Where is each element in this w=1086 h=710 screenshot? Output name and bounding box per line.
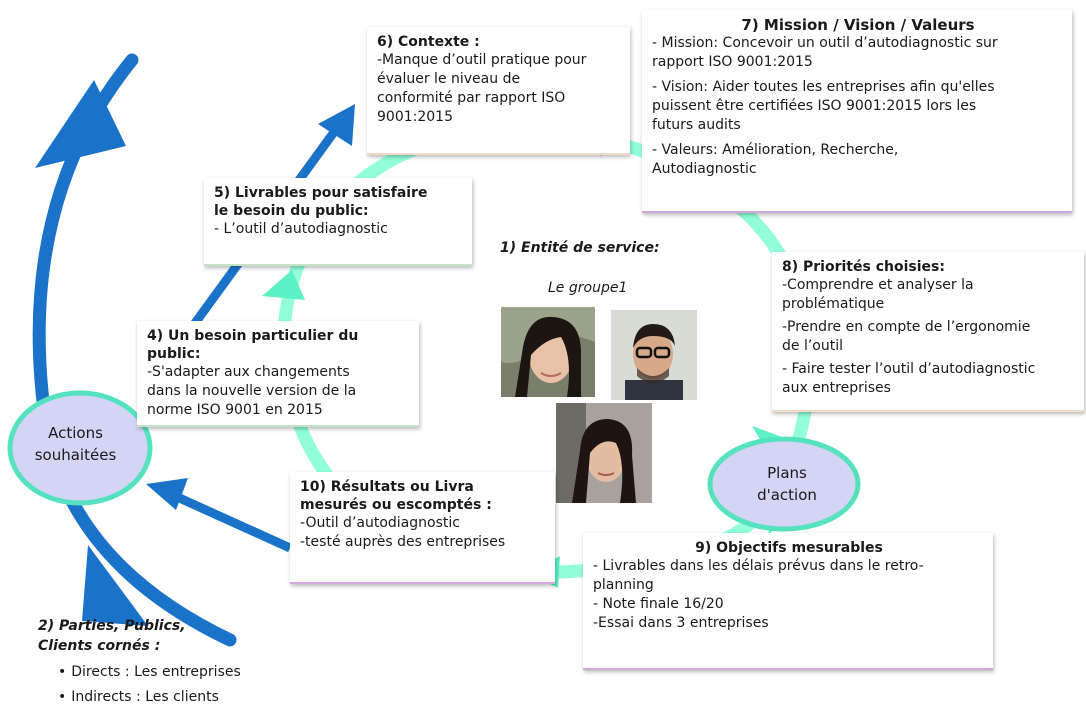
member-photo-1 — [501, 307, 595, 397]
left-arc-arrowhead-top — [35, 80, 126, 168]
priorites-line: problématique — [782, 296, 885, 312]
entity-title: 1) Entité de service: — [500, 240, 660, 256]
context-line: évaluer le niveau de — [377, 71, 521, 87]
plans-ellipse — [707, 436, 861, 532]
resultats-title: mesurés ou escomptés : — [300, 497, 492, 513]
parties-title-line: 2) Parties, Publics, — [38, 618, 186, 634]
actions-label-line: souhaitées — [34, 446, 117, 464]
actions-label-line: Actions — [48, 424, 103, 442]
mission-vision-box: 7) Mission / Vision / Valeurs - Mission:… — [642, 10, 1072, 213]
livrables-title: le besoin du public: — [214, 203, 369, 219]
livrables-box: 5) Livrables pour satisfaire le besoin d… — [204, 178, 472, 266]
context-line: 9001:2015 — [377, 109, 453, 125]
objectifs-line: - Note finale 16/20 — [593, 596, 724, 612]
objectifs-line: - Livrables dans les délais prévus dans … — [593, 558, 924, 574]
parties-title: 2) Parties, Publics, Clients cornés : — [38, 616, 186, 656]
group-name: Le groupe1 — [548, 280, 628, 296]
besoin-title: 4) Un besoin particulier du — [147, 328, 359, 344]
vision-line: puissent être certifiées ISO 9001:2015 l… — [652, 98, 977, 114]
parties-list: Directs : Les entreprises Indirects : Le… — [58, 660, 241, 710]
plans-label: Plans d'action — [713, 462, 861, 506]
context-line: conformité par rapport ISO — [377, 90, 566, 106]
resultats-line: -testé auprès des entreprises — [300, 534, 506, 550]
priorites-line: - Faire tester l’outil d’autodiagnostic — [782, 361, 1036, 377]
mission-title: 7) Mission / Vision / Valeurs — [741, 16, 975, 34]
besoin-box: 4) Un besoin particulier du public: -S'a… — [137, 321, 419, 427]
livrables-line: - L’outil d’autodiagnostic — [214, 221, 388, 237]
besoin-line: -S'adapter aux changements — [147, 364, 350, 380]
actions-label: Actions souhaitées — [18, 422, 133, 466]
vision-line: futurs audits — [652, 117, 741, 133]
besoin-line: norme ISO 9001 en 2015 — [147, 402, 323, 418]
priorites-line: -Prendre en compte de l’ergonomie — [782, 319, 1031, 335]
arrow-to-actions-head — [146, 478, 188, 510]
member-photo-2 — [611, 310, 697, 400]
context-line: -Manque d’outil pratique pour — [377, 52, 587, 68]
objectifs-box: 9) Objectifs mesurables - Livrables dans… — [583, 533, 993, 670]
left-arc-arrowhead-bottom — [82, 545, 148, 626]
priorites-line: -Comprendre et analyser la — [782, 277, 974, 293]
objectifs-line: -Essai dans 3 entreprises — [593, 615, 769, 631]
vision-line: - Vision: Aider toutes les entreprises a… — [652, 79, 995, 95]
objectifs-title: 9) Objectifs mesurables — [695, 540, 883, 556]
plans-label-line: d'action — [757, 486, 817, 504]
parties-item: Directs : Les entreprises — [58, 660, 241, 685]
values-line: - Valeurs: Amélioration, Recherche, — [652, 142, 899, 158]
context-title: 6) Contexte : — [377, 34, 480, 50]
values-line: Autodiagnostic — [652, 161, 757, 177]
member-photo-3 — [556, 403, 652, 503]
objectifs-line: planning — [593, 577, 654, 593]
mission-line: rapport ISO 9001:2015 — [652, 54, 813, 70]
priorites-line: aux entreprises — [782, 380, 891, 396]
plans-label-line: Plans — [767, 464, 807, 482]
arrow-to-context-head — [318, 104, 355, 146]
resultats-line: -Outil d’autodiagnostic — [300, 515, 460, 531]
priorites-line: de l’outil — [782, 338, 843, 354]
arrow-to-actions-line — [173, 491, 292, 553]
mint-arrowhead-5 — [262, 270, 305, 300]
besoin-line: dans la nouvelle version de la — [147, 383, 357, 399]
mission-line: - Mission: Concevoir un outil d’autodiag… — [652, 35, 998, 51]
parties-item: Indirects : Les clients — [58, 685, 241, 710]
priorites-title: 8) Priorités choisies: — [782, 259, 945, 275]
priorites-box: 8) Priorités choisies: -Comprendre et an… — [772, 252, 1084, 412]
actions-ellipse — [7, 390, 153, 506]
resultats-box: 10) Résultats ou Livra mesurés ou escomp… — [290, 472, 555, 584]
context-box: 6) Contexte : -Manque d’outil pratique p… — [367, 27, 630, 155]
besoin-title: public: — [147, 346, 201, 362]
parties-title-line: Clients cornés : — [38, 638, 161, 654]
livrables-title: 5) Livrables pour satisfaire — [214, 185, 428, 201]
resultats-title: 10) Résultats ou Livra — [300, 479, 474, 495]
